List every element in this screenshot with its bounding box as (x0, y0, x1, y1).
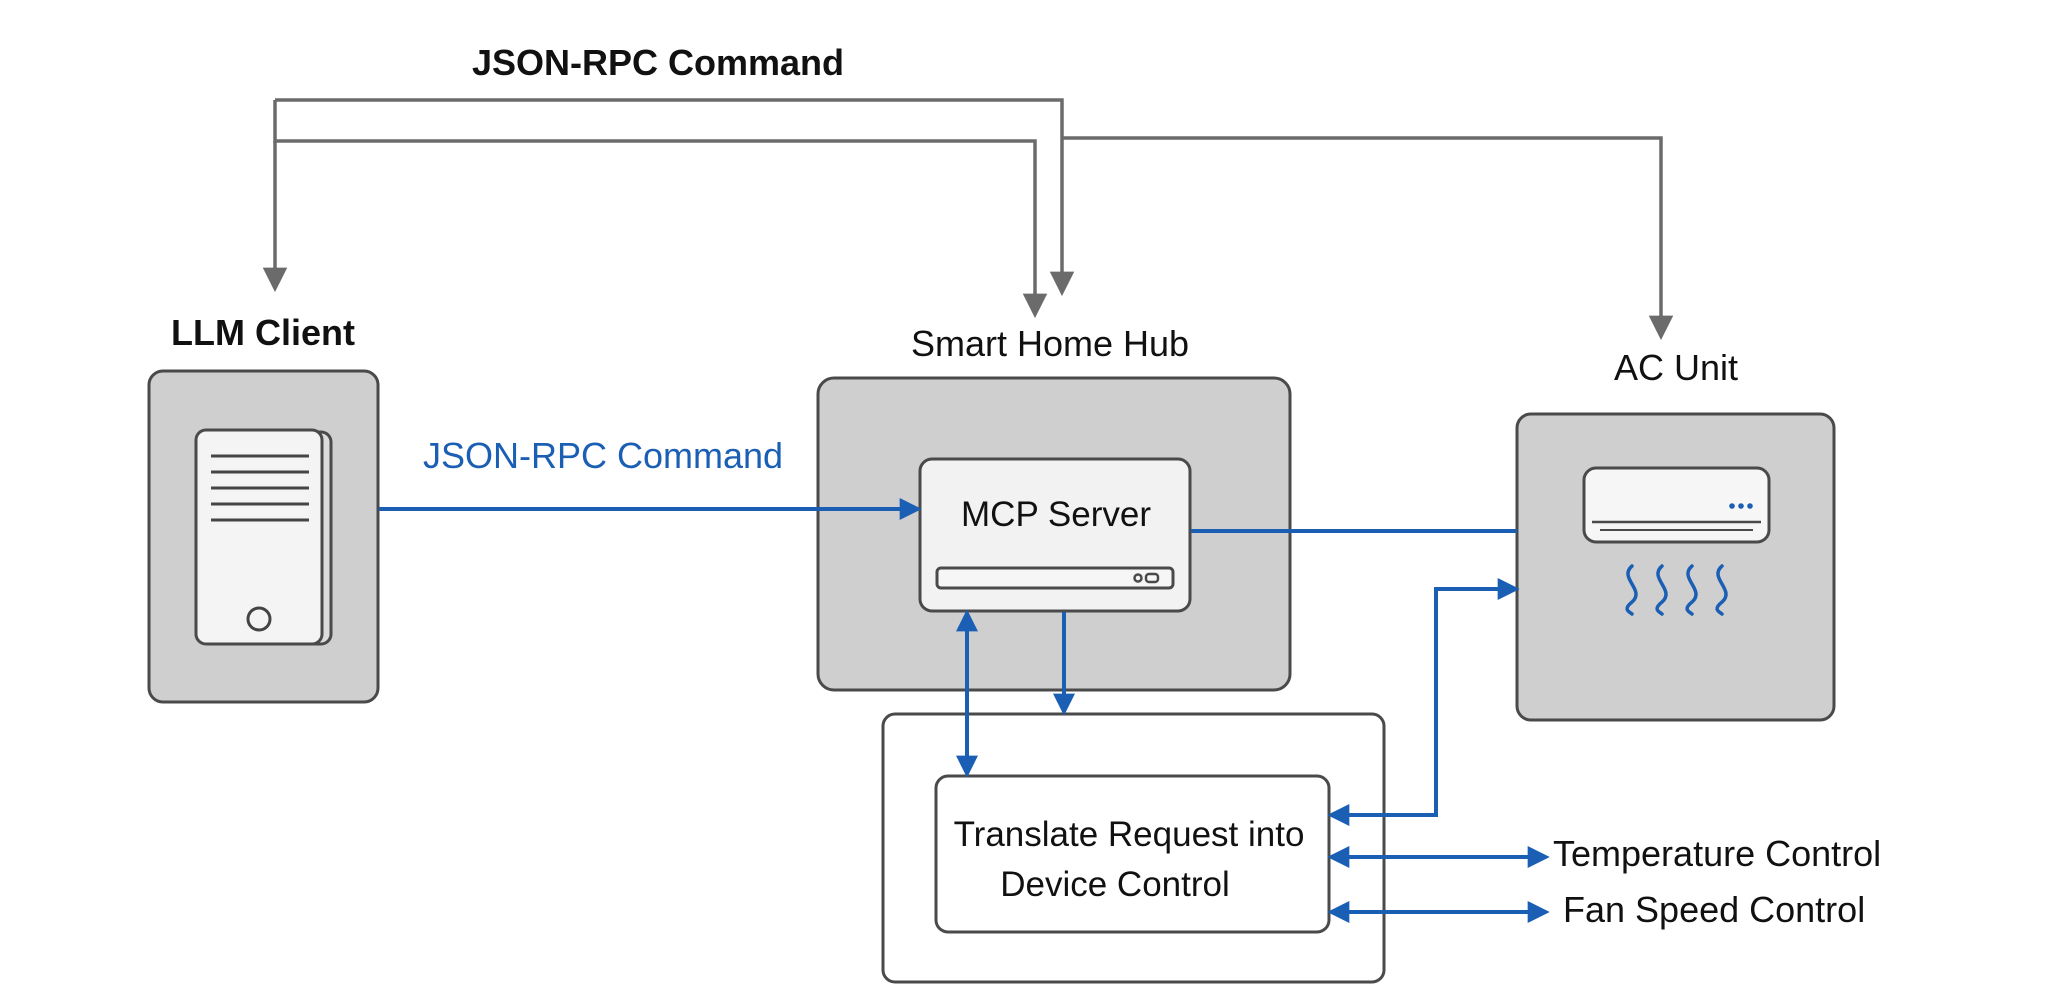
blue-connectors (379, 498, 1550, 923)
translate-request-label-line2: Device Control (1000, 865, 1230, 904)
top-command-label: JSON-RPC Command (472, 42, 844, 83)
connector-top-to-hub (275, 98, 1075, 297)
llm-client-label: LLM Client (171, 312, 355, 353)
mcp-server-label: MCP Server (961, 495, 1151, 534)
connector-to-llm-client (273, 100, 1048, 319)
translate-request-node (934, 774, 1331, 934)
rack-server-icon (935, 566, 1175, 590)
top-connectors (262, 98, 1674, 341)
temperature-control-label: Temperature Control (1553, 833, 1881, 874)
ac-unit-label: AC Unit (1614, 347, 1738, 388)
airflow-waves-icon (1625, 564, 1728, 616)
client-command-label: JSON-RPC Command (423, 435, 783, 476)
ac-unit-node (1515, 412, 1836, 722)
connector-translate-to-ac (1327, 578, 1520, 826)
smart-home-hub-label: Smart Home Hub (911, 323, 1189, 364)
connector-to-ac-unit (1062, 136, 1674, 341)
fan-speed-control-label: Fan Speed Control (1563, 889, 1865, 930)
translate-request-label-line1: Translate Request into (954, 815, 1305, 854)
air-conditioner-icon (1582, 466, 1771, 616)
server-tower-icon (194, 428, 333, 646)
